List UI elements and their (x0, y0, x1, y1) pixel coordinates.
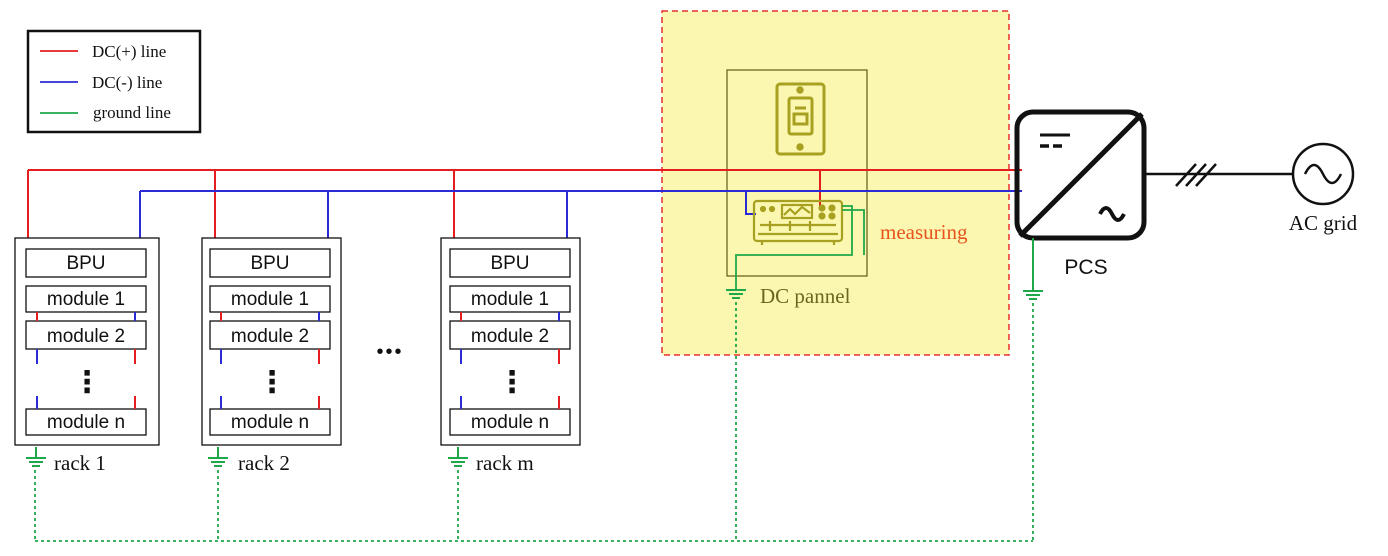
bpu-box (449, 248, 571, 278)
ac-source-icon (1291, 142, 1355, 206)
rack-1 (14, 237, 160, 446)
module-box (449, 320, 571, 350)
dc-negative-lines (139, 190, 1022, 238)
ground-icon (26, 447, 46, 467)
ground-icon (1023, 238, 1043, 300)
rack-1-bpu-label: BPU (66, 253, 105, 274)
rack-ellipsis: ••• (376, 341, 403, 363)
rack-m-vertical-dots: ⋮ (497, 366, 527, 399)
rack-m-module-n-label: module n (471, 412, 549, 433)
ac-grid-label: AC grid (1289, 211, 1358, 235)
rack-1-module-n-label: module n (47, 412, 125, 433)
inverter-icon (1014, 109, 1147, 241)
rack-2-label: rack 2 (238, 451, 290, 475)
meter-icon (752, 199, 844, 245)
legend-label-ground: ground line (93, 103, 171, 122)
rack-1-vertical-dots: ⋮ (72, 366, 102, 399)
module-box (25, 285, 147, 313)
measuring-label: measuring (880, 220, 968, 244)
dc-panel-ground-wiring (735, 205, 865, 290)
bpu-box (25, 248, 147, 278)
rack-1-module-2-label: module 2 (47, 326, 125, 347)
rack-2 (201, 237, 342, 446)
rack-m-bpu-label: BPU (490, 253, 529, 274)
rack-2-module-1-label: module 1 (231, 289, 309, 310)
legend-label-dc-positive: DC(+) line (92, 42, 166, 61)
ground-icon (726, 289, 746, 299)
rack-1-module-1-label: module 1 (47, 289, 125, 310)
bpu-box (209, 248, 331, 278)
measuring-region (661, 10, 1010, 356)
module-box (209, 320, 331, 350)
rack-2-bpu-label: BPU (250, 253, 289, 274)
rack-1-label: rack 1 (54, 451, 106, 475)
ground-icon (208, 447, 228, 467)
module-box (449, 408, 571, 436)
ground-icon (448, 447, 468, 467)
dc-panel-box (726, 69, 868, 277)
rack-2-module-n-label: module n (231, 412, 309, 433)
ground-bus (34, 302, 1034, 542)
rack-m-module-1-label: module 1 (471, 289, 549, 310)
rack-2-vertical-dots: ⋮ (257, 366, 287, 399)
ac-line (1146, 163, 1293, 187)
module-box (209, 408, 331, 436)
dc-panel-label: DC pannel (760, 284, 851, 308)
rack-m-label: rack m (476, 451, 534, 475)
breaker-icon (775, 82, 826, 156)
pcs-label: PCS (1064, 256, 1107, 279)
legend-label-dc-negative: DC(-) line (92, 73, 162, 92)
module-box (209, 285, 331, 313)
module-box (25, 408, 147, 436)
module-box (25, 320, 147, 350)
rack-m-module-2-label: module 2 (471, 326, 549, 347)
rack-2-module-2-label: module 2 (231, 326, 309, 347)
rack-m (440, 237, 581, 446)
module-box (449, 285, 571, 313)
